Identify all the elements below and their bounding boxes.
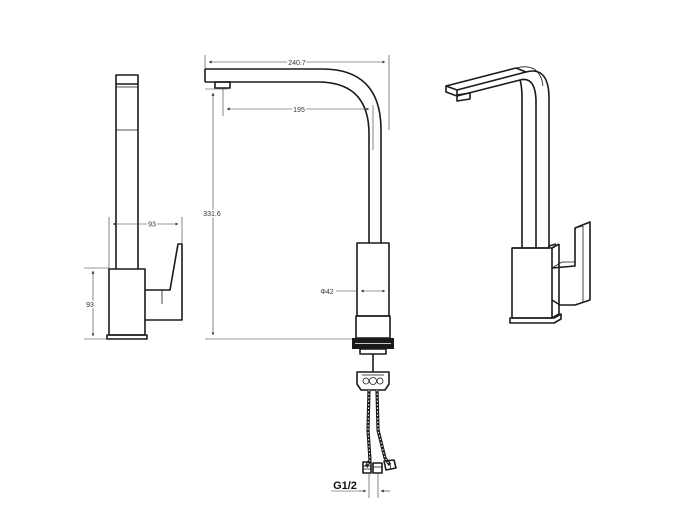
side-view: 93 93: [84, 74, 183, 340]
connection-thread-label: G1/2: [333, 480, 357, 492]
perspective-view: [445, 66, 591, 324]
total-height-label: 331.6: [203, 211, 221, 218]
front-view: 240.7 195 331.6 Φ42 G1/2: [202, 55, 397, 498]
side-height-label: 93: [86, 302, 94, 309]
side-width-label: 93: [148, 222, 156, 229]
body-diameter-label: Φ42: [320, 289, 333, 296]
spout-reach-label: 195: [293, 107, 305, 114]
spout-length-label: 240.7: [288, 60, 306, 67]
